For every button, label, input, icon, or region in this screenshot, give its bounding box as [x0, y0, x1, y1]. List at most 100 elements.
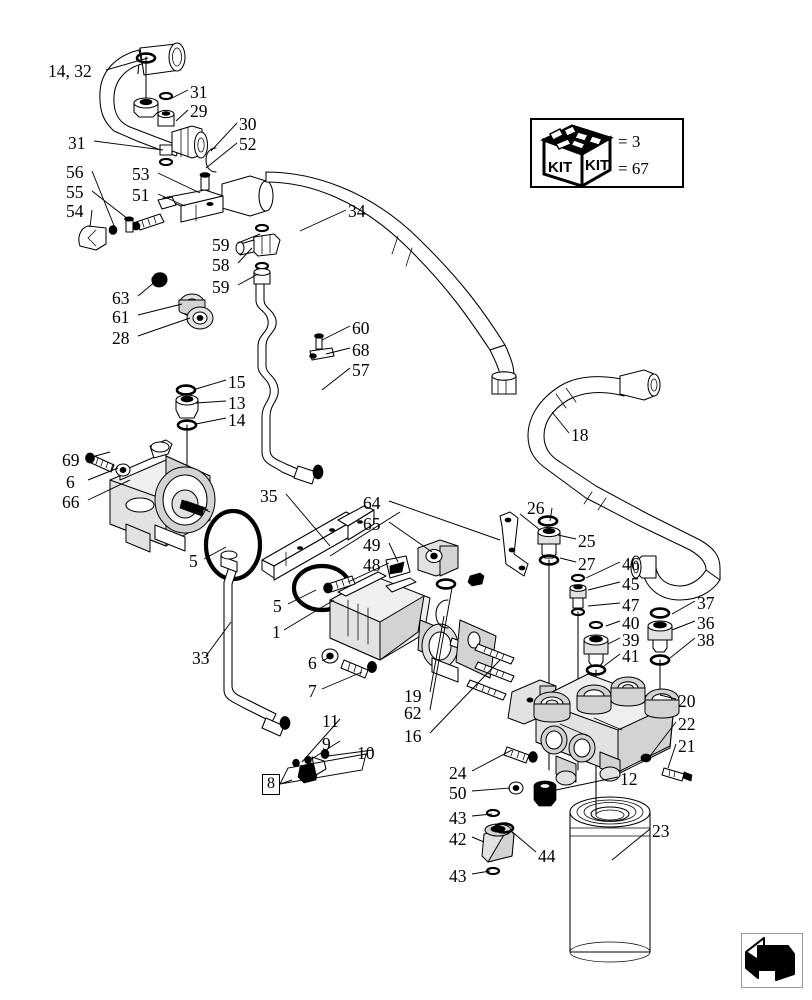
callout-number: 31: [190, 82, 208, 102]
callout-number: 18: [571, 425, 589, 445]
callout-number: 51: [132, 185, 150, 205]
callout-number: 55: [66, 182, 84, 202]
part-tube-assembly-top: [99, 42, 217, 201]
kit-label-left: KIT: [548, 159, 572, 176]
callout-number: 43: [449, 808, 467, 828]
callout-number: 68: [352, 340, 370, 360]
oring-62: [435, 578, 457, 590]
oring-31-upper: [158, 91, 174, 101]
part-hose-34: [221, 171, 517, 395]
callout-number-boxed: 8: [262, 774, 280, 795]
callout-number: 63: [112, 288, 130, 308]
callout-number: 19: [404, 686, 422, 706]
callout-number: 34: [348, 201, 366, 221]
part-hose-18: [527, 369, 721, 601]
callout-number: 6: [308, 653, 317, 673]
part-tube-57: [235, 223, 335, 485]
callout-number: 57: [352, 360, 370, 380]
kit-box-icon: KIT KIT: [540, 124, 614, 188]
callout-number: 45: [622, 574, 640, 594]
callout-number: 5: [273, 596, 282, 616]
callout-number: 22: [678, 714, 696, 734]
parts-64-65-49-48: [323, 511, 529, 594]
callout-number: 28: [112, 328, 130, 348]
callout-number: 31: [68, 133, 86, 153]
parts-37-36-38: [647, 607, 673, 701]
oring-46: [570, 573, 586, 583]
callout-number: 41: [622, 646, 640, 666]
callout-number: 24: [449, 763, 467, 783]
callout-number: 30: [239, 114, 257, 134]
callout-number: 65: [363, 514, 381, 534]
callout-number: 25: [578, 531, 596, 551]
callout-number: 12: [620, 769, 638, 789]
callout-number: 33: [192, 648, 210, 668]
callout-number: 49: [363, 535, 381, 555]
kit-legend-values: = 3 = 67: [618, 128, 649, 182]
kit-legend-box: KIT KIT = 3 = 67: [530, 118, 684, 188]
callout-number: 29: [190, 101, 208, 121]
kit-label-right: KIT: [585, 157, 609, 174]
callout-number: 64: [363, 493, 381, 513]
callout-number: 20: [678, 691, 696, 711]
callout-number: 61: [112, 307, 130, 327]
callout-number: 16: [404, 726, 422, 746]
callout-number: 52: [239, 134, 257, 154]
callout-number: 53: [132, 164, 150, 184]
callout-number: 54: [66, 201, 84, 221]
callout-number: 13: [228, 393, 246, 413]
callout-number: 5: [189, 551, 198, 571]
kit-legend-row-1: = 3: [618, 132, 641, 151]
callout-number: 37: [697, 593, 715, 613]
callout-number: 58: [212, 255, 230, 275]
orientation-arrow-icon: [741, 933, 803, 988]
part-bracket-51: [78, 189, 224, 251]
part-manifold-20: [503, 673, 693, 795]
leader-lines: [87, 57, 696, 875]
callout-number: 6: [66, 472, 75, 492]
parts-43-42-44: [481, 808, 515, 876]
block-arrow-glyph: [745, 937, 795, 981]
callout-number: 14, 32: [48, 61, 92, 81]
callout-number: 14: [228, 410, 246, 430]
callout-number: 60: [352, 318, 370, 338]
callout-number: 44: [538, 846, 556, 866]
callout-number: 42: [449, 829, 467, 849]
callout-number: 1: [272, 622, 281, 642]
part-pump-66: [85, 384, 216, 553]
callout-number: 15: [228, 372, 246, 392]
callout-number: 26: [527, 498, 545, 518]
callout-number: 50: [449, 783, 467, 803]
callout-number: 66: [62, 492, 80, 512]
part-bracket-35: [261, 505, 375, 581]
callout-number: 69: [62, 450, 80, 470]
callout-number: 36: [697, 613, 715, 633]
oring-15: [175, 384, 197, 396]
callout-number: 21: [678, 736, 696, 756]
part-pump-1: [321, 571, 515, 701]
callout-number: 40: [622, 613, 640, 633]
part-filter-23: [533, 771, 651, 963]
callout-number: 46: [622, 554, 640, 574]
oring-59-upper: [254, 223, 270, 233]
callout-number: 10: [357, 743, 375, 763]
callout-number: 48: [363, 555, 381, 575]
callout-number: 39: [622, 630, 640, 650]
callout-number: 38: [697, 630, 715, 650]
oring-31-lower: [158, 157, 174, 167]
callout-number: 7: [308, 681, 317, 701]
oring-43-upper: [485, 808, 501, 818]
callout-number: 47: [622, 595, 640, 615]
callout-number: 62: [404, 703, 422, 723]
callout-number: 11: [322, 711, 339, 731]
oring-40: [588, 620, 604, 630]
kit-legend-row-2: = 67: [618, 159, 649, 178]
callout-number: 59: [212, 235, 230, 255]
callout-number: 56: [66, 162, 84, 182]
callout-number: 23: [652, 821, 670, 841]
parts-63-61-28: [151, 272, 214, 330]
callout-number: 9: [322, 734, 331, 754]
oring-37: [649, 607, 671, 619]
callout-number: 35: [260, 486, 278, 506]
